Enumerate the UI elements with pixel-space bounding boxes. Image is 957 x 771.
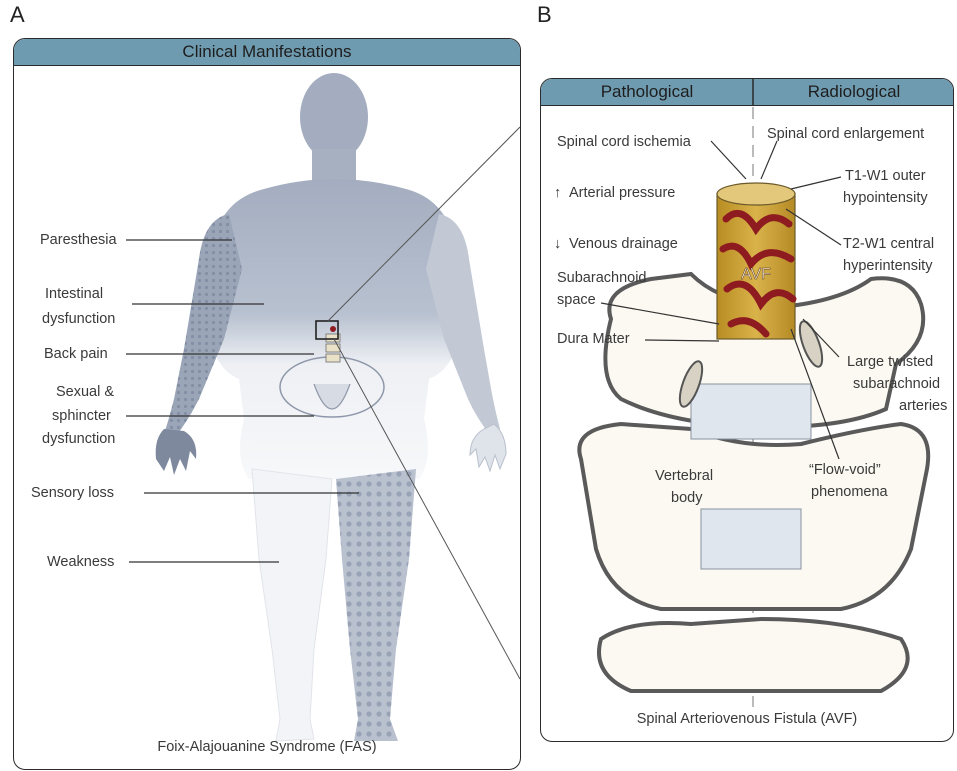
leader-t1	[791, 177, 841, 189]
label-arterial-arrow: ↑	[554, 184, 561, 203]
label-sexual-2: sphincter	[52, 407, 111, 426]
label-t2-2: hyperintensity	[843, 257, 932, 276]
label-large-2: subarachnoid	[853, 375, 940, 394]
disc-upper	[691, 384, 811, 439]
avf-label: AVF	[741, 266, 771, 283]
label-flow-1: “Flow-void”	[809, 461, 881, 480]
leader-ischemia	[711, 141, 746, 179]
label-paresthesia: Paresthesia	[40, 231, 117, 250]
label-intestinal-2: dysfunction	[42, 310, 115, 329]
label-dura: Dura Mater	[557, 330, 630, 349]
label-large-1: Large twisted	[847, 353, 933, 372]
label-vertebral-1: Vertebral	[655, 467, 713, 486]
body-left-leg	[252, 469, 332, 741]
label-sensory-loss: Sensory loss	[31, 484, 114, 503]
label-t1-2: hypointensity	[843, 189, 928, 208]
label-subarachnoid-1: Subarachnoid	[557, 269, 647, 288]
lesion-marker	[330, 326, 336, 332]
spine-vertebra	[326, 354, 340, 362]
label-vertebral-2: body	[671, 489, 702, 508]
spinal-cord-top	[717, 183, 795, 205]
label-venous-arrow: ↓	[554, 235, 561, 254]
body-illustration	[14, 39, 520, 769]
label-weakness: Weakness	[47, 553, 114, 572]
label-intestinal-1: Intestinal	[45, 285, 103, 304]
disc-lower	[701, 509, 801, 569]
label-subarachnoid-2: space	[557, 291, 596, 310]
label-sexual-1: Sexual &	[56, 383, 114, 402]
label-flow-2: phenomena	[811, 483, 888, 502]
label-t1-1: T1-W1 outer	[845, 167, 926, 186]
body-left-hand	[156, 429, 197, 475]
vertebra-bottom	[599, 619, 908, 691]
panel-a-caption: Foix-Alajouanine Syndrome (FAS)	[14, 739, 520, 755]
body-right-hand	[470, 424, 506, 471]
panel-a: Clinical Manifestations	[13, 38, 521, 770]
label-large-3: arteries	[899, 397, 947, 416]
label-back-pain: Back pain	[44, 345, 108, 364]
label-t2-1: T2-W1 central	[843, 235, 934, 254]
panel-b: Pathological Radiological AVF	[540, 78, 954, 742]
panel-b-letter: B	[537, 2, 552, 28]
label-arterial: Arterial pressure	[569, 184, 675, 203]
panel-b-caption: Spinal Arteriovenous Fistula (AVF)	[541, 711, 953, 727]
panel-a-letter: A	[10, 2, 25, 28]
label-ischemia: Spinal cord ischemia	[557, 133, 691, 152]
leader-enlargement	[761, 141, 777, 179]
body-right-leg-dots	[336, 469, 416, 741]
label-sexual-3: dysfunction	[42, 430, 115, 449]
label-enlargement: Spinal cord enlargement	[767, 125, 924, 144]
body-head	[300, 73, 368, 161]
label-venous: Venous drainage	[569, 235, 678, 254]
